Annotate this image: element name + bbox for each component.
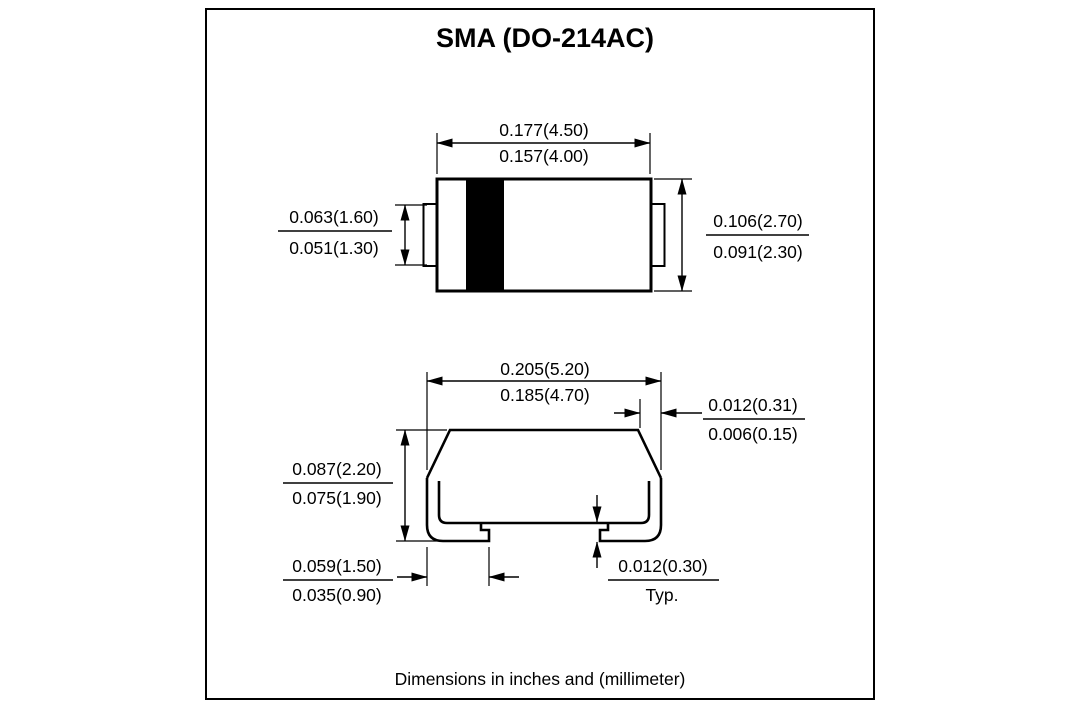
dim-label-max: 0.106(2.70) (713, 211, 803, 231)
dim-label-typ: Typ. (645, 585, 678, 605)
dim-side-overall-length: 0.205(5.20) 0.185(4.70) (426, 359, 662, 470)
page-title: SMA (DO-214AC) (436, 23, 654, 53)
dim-side-lead-protrusion: 0.012(0.31) 0.006(0.15) (614, 395, 805, 444)
dim-label-max: 0.205(5.20) (500, 359, 590, 379)
dim-label-min: 0.075(1.90) (292, 488, 382, 508)
dim-label-max: 0.012(0.31) (708, 395, 798, 415)
footer-note: Dimensions in inches and (millimeter) (395, 669, 686, 689)
drawing-border (205, 8, 875, 700)
dim-label-max: 0.059(1.50) (292, 556, 382, 576)
body-slopes-outline (425, 428, 663, 479)
dim-label-min: 0.035(0.90) (292, 585, 382, 605)
side-view: 0.205(5.20) 0.185(4.70) 0.012(0.31) 0.00… (283, 359, 805, 605)
right-lead-outer (598, 478, 663, 543)
dim-label-max: 0.177(4.50) (499, 120, 589, 140)
dim-label-min: 0.051(1.30) (289, 238, 379, 258)
right-terminal-tab (650, 203, 666, 267)
right-lead-inner (640, 481, 651, 525)
dim-label-max: 0.063(1.60) (289, 207, 379, 227)
left-terminal-tab (422, 203, 438, 267)
cathode-band (466, 180, 504, 290)
dim-label-min: 0.006(0.15) (708, 424, 798, 444)
top-view-body (422, 177, 666, 293)
dim-side-body-height: 0.087(2.20) 0.075(1.90) (283, 429, 447, 542)
dim-label-value: 0.012(0.30) (618, 556, 708, 576)
dim-label-min: 0.157(4.00) (499, 146, 589, 166)
left-lead-inner (437, 481, 448, 525)
top-view: 0.177(4.50) 0.157(4.00) 0.063(1.60) 0.05… (278, 120, 809, 293)
dim-label-min: 0.091(2.30) (713, 242, 803, 262)
dim-top-body-height: 0.106(2.70) 0.091(2.30) (654, 178, 809, 292)
dim-label-min: 0.185(4.70) (500, 385, 590, 405)
dim-top-terminal-width: 0.063(1.60) 0.051(1.30) (278, 204, 427, 266)
dim-side-lead-thickness: 0.012(0.30) Typ. (592, 495, 719, 605)
side-view-profile (425, 428, 663, 543)
package-body-outline (435, 177, 653, 293)
dim-label-max: 0.087(2.20) (292, 459, 382, 479)
dim-side-foot-length: 0.059(1.50) 0.035(0.90) (283, 547, 519, 605)
dim-top-body-width: 0.177(4.50) 0.157(4.00) (436, 120, 651, 174)
left-lead-outer (425, 478, 491, 543)
